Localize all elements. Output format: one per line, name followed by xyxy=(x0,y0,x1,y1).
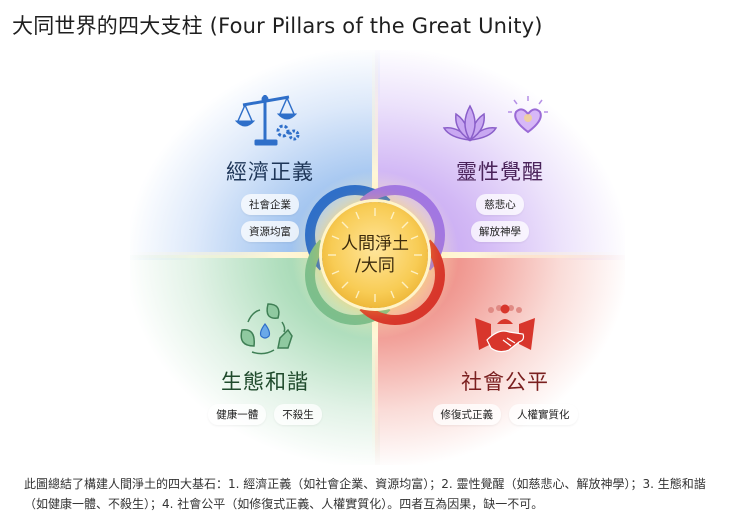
center-sun-badge: 人間淨土 /大同 xyxy=(322,202,428,308)
arc-purple xyxy=(345,185,445,285)
diagram-caption: 此圖總結了構建人間淨土的四大基石：1. 經濟正義（如社會企業、資源均富）；2. … xyxy=(24,477,706,511)
pillar-tag: 解放神學 xyxy=(471,221,529,242)
center-label-line2: /大同 xyxy=(355,256,395,276)
pillar-tag: 資源均富 xyxy=(241,221,299,242)
lotus-heart-icon xyxy=(440,90,560,150)
pillar-title: 生態和諧 xyxy=(221,370,309,394)
pillar-tag: 慈悲心 xyxy=(476,194,524,215)
pillar-title: 社會公平 xyxy=(461,370,549,394)
handshake-people-icon xyxy=(469,300,541,360)
pillar-tag: 人權實質化 xyxy=(509,404,578,425)
pillar-title: 靈性覺醒 xyxy=(456,160,544,184)
pillar-title: 經濟正義 xyxy=(226,160,314,184)
pillar-tag: 不殺生 xyxy=(274,404,322,425)
pillar-tag: 修復式正義 xyxy=(432,404,501,425)
pillar-economic-justice: 經濟正義 社會企業 資源均富 xyxy=(130,50,380,260)
arc-green xyxy=(305,225,405,325)
eco-cycle-icon xyxy=(230,300,300,360)
scales-gears-icon xyxy=(235,90,305,150)
center-label-line1: 人間淨土 xyxy=(341,234,409,254)
arc-blue xyxy=(305,185,405,285)
pillar-tag: 健康一體 xyxy=(208,404,267,425)
four-pillars-diagram: 經濟正義 社會企業 資源均富 xyxy=(130,50,625,465)
sun-rays-icon xyxy=(328,208,422,302)
arc-red xyxy=(345,225,445,325)
page-title: 大同世界的四大支柱 (Four Pillars of the Great Uni… xyxy=(12,14,543,38)
pillar-tag: 社會企業 xyxy=(241,194,299,215)
